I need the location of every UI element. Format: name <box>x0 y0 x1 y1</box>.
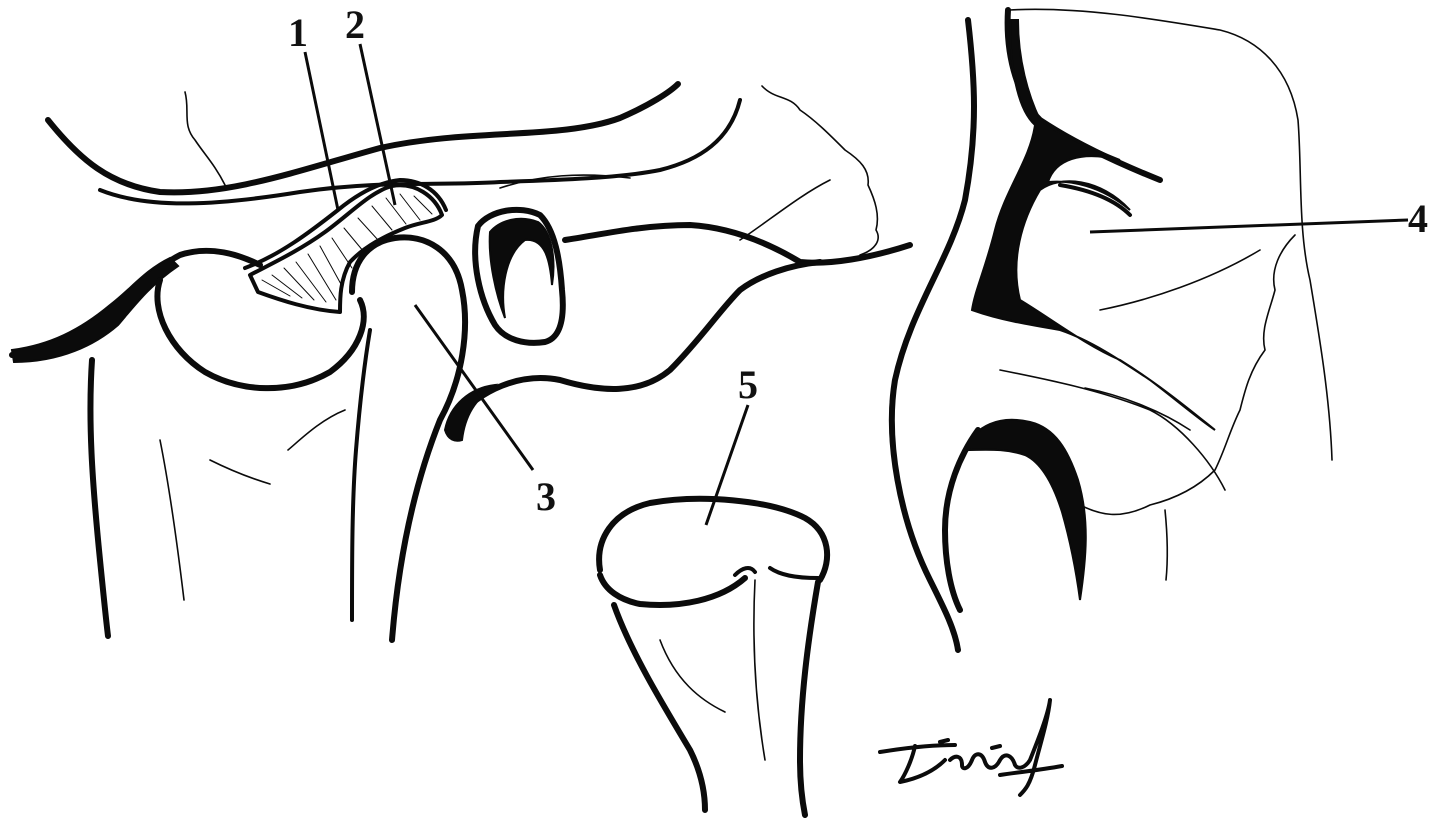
condyle-rim-front <box>600 575 745 605</box>
leader-4 <box>1090 220 1408 232</box>
postglenoid-outline <box>565 225 910 263</box>
mastoid-inner-line <box>1165 510 1167 580</box>
leader-5 <box>706 405 748 525</box>
ear-canal-dark <box>490 219 554 318</box>
mastoid-outer <box>892 20 974 650</box>
condyle-superior-view <box>599 499 827 815</box>
label-1: 1 <box>288 10 308 55</box>
condyle-top-outline <box>599 499 827 580</box>
eminence-outline <box>157 280 363 388</box>
fossa-inferior-view <box>892 9 1332 650</box>
condyle-head <box>352 237 465 640</box>
foramen-left <box>945 430 978 610</box>
skull-outline-top <box>1010 9 1332 460</box>
joint-lateral-view <box>12 84 910 640</box>
condyle-surface-line <box>210 410 345 484</box>
arch-jagged-edge <box>185 92 225 185</box>
condyle-neck-front <box>352 330 370 620</box>
tympanic-outline <box>455 262 820 420</box>
arch-upper-outline <box>48 84 678 192</box>
fossa-dark-left <box>972 20 1215 430</box>
label-4: 4 <box>1408 196 1428 241</box>
fossa-dark-wedge <box>12 258 178 362</box>
ramus-posterior <box>90 360 108 636</box>
condyle-neck-right <box>800 582 818 815</box>
leader-1 <box>305 52 338 210</box>
zygoma-jagged-edge <box>762 86 878 255</box>
label-5: 5 <box>738 362 758 407</box>
foramen-dark <box>965 420 1086 600</box>
signature-stroke <box>880 700 1062 795</box>
label-2: 2 <box>345 2 365 47</box>
arch-lower-outline <box>100 100 740 203</box>
condyle-neck-shadow <box>660 640 725 712</box>
condyle-neck-left <box>614 605 705 810</box>
leader-2 <box>360 44 395 205</box>
ramus-inner-line <box>160 440 184 600</box>
fossa-edge-jagged <box>1080 235 1295 514</box>
condyle-neck-ridge <box>754 580 765 760</box>
label-3: 3 <box>536 474 556 519</box>
artist-signature <box>880 700 1062 795</box>
leader-lines <box>305 44 1408 525</box>
